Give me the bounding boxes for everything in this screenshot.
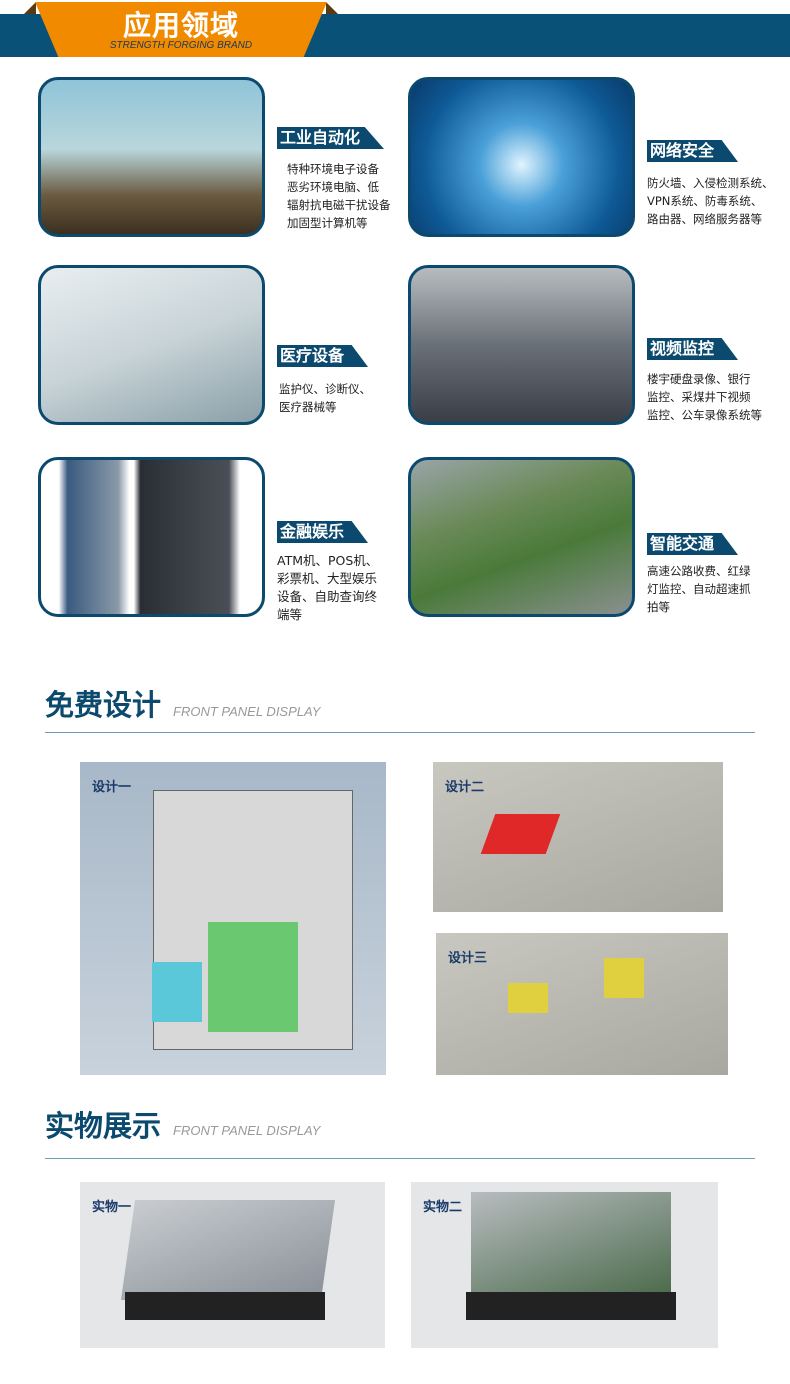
divider [45,732,755,733]
desc-line: 端等 [277,607,303,622]
design-label: 设计三 [448,951,488,966]
desc-line: 特种环境电子设备 [287,162,379,176]
header-subtitle: STRENGTH FORGING BRAND [109,40,253,51]
app-description: 特种环境电子设备恶劣环境电脑、低辐射抗电磁干扰设备加固型计算机等 [287,160,391,232]
design-label: 设计一 [92,780,132,795]
app-title: 智能交通 [647,533,739,555]
physical-image: 实物一 [80,1182,385,1348]
physical-label: 实物一 [92,1200,132,1215]
desc-line: VPN系统、防毒系统、 [647,194,763,208]
divider [45,1158,755,1159]
design-image: 设计三 [436,933,728,1075]
desc-line: 监控、公车录像系统等 [647,408,762,422]
app-title: 金融娱乐 [277,521,369,543]
header-title: 应用领域 [122,9,239,42]
design-label: 设计二 [445,780,485,795]
design-image: 设计二 [433,762,723,912]
app-title: 工业自动化 [277,127,385,149]
app-description: 高速公路收费、红绿灯监控、自动超速抓拍等 [647,562,751,616]
desc-line: 辐射抗电磁干扰设备 [287,198,391,212]
ribbon-fold [326,2,338,14]
desc-line: 拍等 [647,600,670,614]
intelligent-traffic-image [408,457,635,617]
desc-line: 路由器、网络服务器等 [647,212,762,226]
desc-line: 恶劣环境电脑、低 [287,180,379,194]
app-description: ATM机、POS机、彩票机、大型娱乐设备、自助查询终端等 [277,552,378,624]
industrial-automation-image [38,77,265,237]
design-image: 设计一 [80,762,386,1075]
desc-line: 设备、自助查询终 [277,589,378,604]
section-subtitle: FRONT PANEL DISPLAY [173,1123,321,1138]
section-title: 免费设计 [45,688,162,722]
desc-line: 防火墙、入侵检测系统、 [647,176,774,190]
desc-line: 监控、采煤井下视频 [647,390,751,404]
app-description: 防火墙、入侵检测系统、 VPN系统、防毒系统、路由器、网络服务器等 [647,174,774,228]
app-title: 医疗设备 [277,345,369,367]
video-surveillance-image [408,265,635,425]
header-ribbon [35,2,327,57]
desc-line: 监护仪、诊断仪、 [279,382,371,396]
desc-line: 彩票机、大型娱乐 [277,571,378,586]
app-title: 视频监控 [647,338,739,360]
desc-line: ATM机、POS机、 [277,553,379,568]
desc-line: 加固型计算机等 [287,216,368,230]
app-title: 网络安全 [647,140,739,162]
physical-label: 实物二 [423,1200,463,1215]
desc-line: 高速公路收费、红绿 [647,564,751,578]
app-description: 楼宇硬盘录像、银行监控、采煤井下视频监控、公车录像系统等 [647,370,762,424]
finance-entertainment-image [38,457,265,617]
network-security-image [408,77,635,237]
desc-line: 灯监控、自动超速抓 [647,582,751,596]
physical-image: 实物二 [411,1182,718,1348]
section-subtitle: FRONT PANEL DISPLAY [173,704,321,719]
medical-equipment-image [38,265,265,425]
app-description: 监护仪、诊断仪、医疗器械等 [279,380,371,416]
section-title: 实物展示 [45,1109,162,1143]
desc-line: 医疗器械等 [279,400,337,414]
desc-line: 楼宇硬盘录像、银行 [647,372,751,386]
